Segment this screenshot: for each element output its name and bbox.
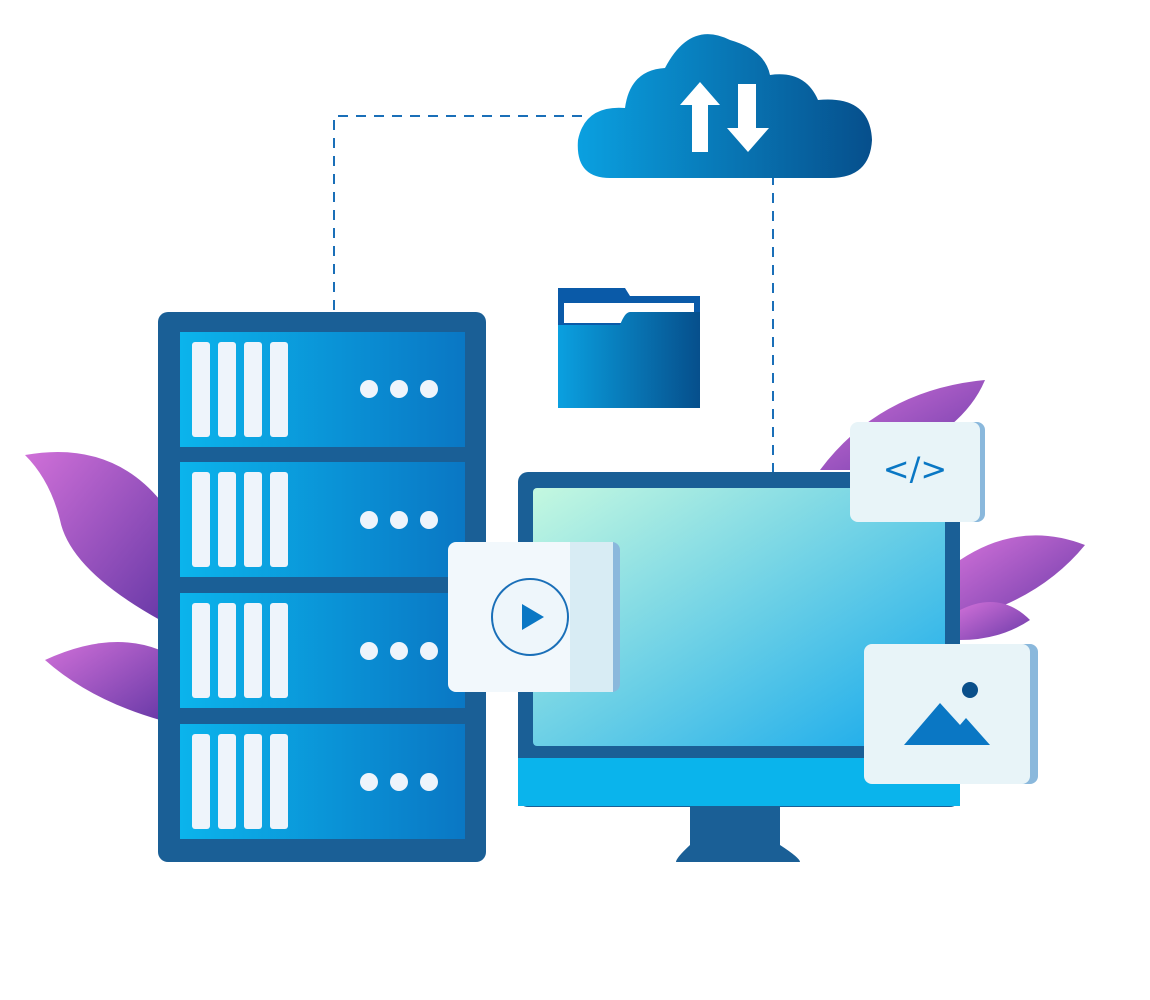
image-card <box>864 644 1038 784</box>
code-icon: </> <box>882 450 948 488</box>
code-card <box>850 422 985 522</box>
leaves <box>25 380 1085 720</box>
cloud-icon <box>577 34 872 178</box>
dashed-connector <box>333 115 774 472</box>
server-rack <box>158 312 486 862</box>
monitor <box>518 472 960 862</box>
folder-icon <box>558 288 700 408</box>
video-card <box>448 542 620 692</box>
